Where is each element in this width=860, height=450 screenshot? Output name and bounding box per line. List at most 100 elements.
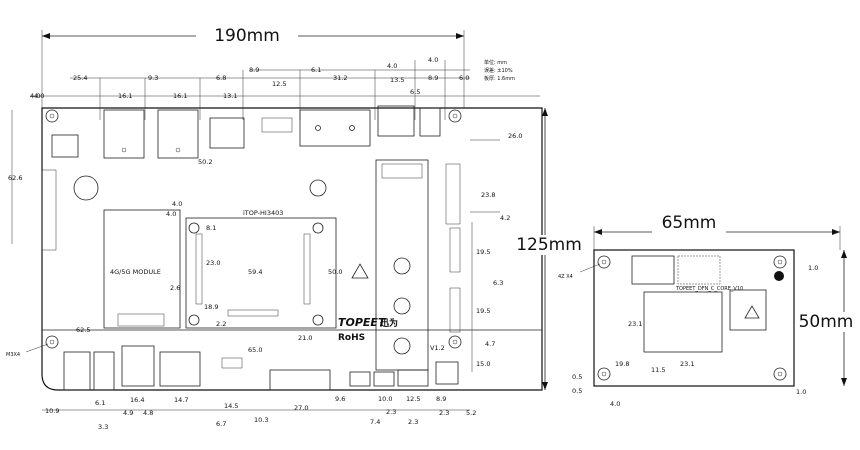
svg-text:8.9: 8.9 (428, 74, 438, 82)
svg-text:23.0: 23.0 (206, 259, 220, 267)
svg-text:10.3: 10.3 (254, 416, 268, 424)
svg-text:6.1: 6.1 (311, 66, 321, 74)
svg-text:1.0: 1.0 (796, 388, 806, 396)
svg-text:6.5: 6.5 (410, 88, 420, 96)
svg-text:4.2: 4.2 (500, 214, 510, 222)
hole-label: M3X4 (6, 352, 20, 358)
svg-text:4.0: 4.0 (34, 92, 44, 100)
svg-text:8.9: 8.9 (249, 66, 259, 74)
svg-text:4.0: 4.0 (610, 400, 620, 408)
core-height-label: 50mm (799, 312, 854, 332)
svg-text:15.0: 15.0 (476, 360, 490, 368)
som-footprint: iTOP-HI3403 8.1 23.0 59.4 50.0 18.9 2.2 … (185, 158, 342, 354)
svg-text:10.9: 10.9 (45, 407, 59, 415)
main-board: 190mm 125mm 4.0 25.4 16.1 9.3 16.1 6.8 1… (6, 25, 583, 431)
left-components: 62.6 4.0 (8, 92, 99, 251)
version-label: V1.2 (430, 344, 445, 352)
svg-text:2.2: 2.2 (216, 320, 226, 328)
top-connectors (103, 105, 441, 159)
overall-width-label: 190mm (214, 26, 280, 46)
core-holes (597, 255, 787, 381)
svg-text:4.0: 4.0 (30, 92, 40, 100)
brand-block: TOPEET 迅为 RoHS (309, 179, 398, 343)
svg-text:50.0: 50.0 (328, 268, 342, 276)
svg-text:6.7: 6.7 (216, 420, 226, 428)
svg-text:16.4: 16.4 (130, 396, 144, 404)
svg-text:23.1: 23.1 (680, 360, 694, 368)
svg-text:19.5: 19.5 (476, 307, 490, 315)
svg-text:RoHS: RoHS (338, 333, 365, 343)
bottom-connectors (63, 345, 459, 391)
svg-text:16.1: 16.1 (173, 92, 187, 100)
svg-text:50.2: 50.2 (198, 158, 212, 166)
svg-text:62.5: 62.5 (76, 326, 90, 334)
svg-text:23.8: 23.8 (481, 191, 495, 199)
svg-text:板厚: 1.6mm: 板厚: 1.6mm (484, 75, 515, 82)
svg-text:7.4: 7.4 (370, 418, 380, 426)
svg-text:18.9: 18.9 (204, 303, 218, 311)
svg-text:4.0: 4.0 (166, 210, 176, 218)
svg-text:25.4: 25.4 (73, 74, 87, 82)
svg-text:1.0: 1.0 (808, 264, 818, 272)
overall-height-label: 125mm (516, 235, 582, 255)
svg-text:11.5: 11.5 (651, 366, 665, 374)
unit-note: 单位: mm 误差: ±10% 板厚: 1.6mm (484, 59, 515, 82)
svg-text:62.6: 62.6 (8, 174, 22, 182)
svg-text:21.0: 21.0 (298, 334, 312, 342)
svg-text:0.5: 0.5 (572, 387, 582, 395)
svg-text:6.3: 6.3 (493, 279, 503, 287)
svg-text:8.9: 8.9 (436, 395, 446, 403)
svg-text:19.5: 19.5 (476, 248, 490, 256)
svg-text:12.5: 12.5 (406, 395, 420, 403)
svg-text:5.2: 5.2 (466, 409, 476, 417)
core-width-label: 65mm (662, 213, 717, 233)
svg-text:4.8: 4.8 (143, 409, 153, 417)
svg-text:4.9: 4.9 (123, 409, 133, 417)
svg-text:4.0: 4.0 (428, 56, 438, 64)
top-dimension-chain (30, 60, 540, 120)
svg-text:6.0: 6.0 (459, 74, 469, 82)
svg-text:23.1: 23.1 (628, 320, 642, 328)
svg-text:59.4: 59.4 (248, 268, 262, 276)
core-board-outline (593, 249, 795, 387)
svg-text:误差: ±10%: 误差: ±10% (484, 67, 513, 74)
svg-text:3.3: 3.3 (98, 423, 108, 431)
svg-text:9.6: 9.6 (335, 395, 345, 403)
svg-text:14.5: 14.5 (224, 402, 238, 410)
svg-text:27.0: 27.0 (294, 404, 308, 412)
svg-text:迅为: 迅为 (380, 317, 398, 329)
svg-text:6.1: 6.1 (95, 399, 105, 407)
svg-text:10.0: 10.0 (378, 395, 392, 403)
svg-text:4.7: 4.7 (485, 340, 495, 348)
main-board-outline (41, 107, 543, 391)
svg-text:13.5: 13.5 (390, 76, 404, 84)
svg-text:14.7: 14.7 (174, 396, 188, 404)
som-label: iTOP-HI3403 (243, 209, 283, 217)
right-connectors (445, 139, 500, 372)
svg-text:0.5: 0.5 (572, 373, 582, 381)
svg-text:16.1: 16.1 (118, 92, 132, 100)
svg-text:6.8: 6.8 (216, 74, 226, 82)
svg-text:单位: mm: 单位: mm (484, 59, 507, 66)
svg-text:65.0: 65.0 (248, 346, 262, 354)
svg-text:31.2: 31.2 (333, 74, 347, 82)
svg-text:12.5: 12.5 (272, 80, 286, 88)
svg-text:2.3: 2.3 (386, 408, 396, 416)
svg-text:26.0: 26.0 (508, 132, 522, 140)
svg-text:13.1: 13.1 (223, 92, 237, 100)
svg-text:19.8: 19.8 (615, 360, 629, 368)
svg-text:TOPEET: TOPEET (338, 316, 387, 329)
svg-text:9.3: 9.3 (148, 74, 158, 82)
svg-text:4.0: 4.0 (172, 200, 182, 208)
lte-module: 4G/5G MODULE (103, 209, 181, 329)
svg-text:2.6: 2.6 (170, 284, 180, 292)
svg-text:2.3: 2.3 (408, 418, 418, 426)
svg-text:4.0: 4.0 (387, 62, 397, 70)
module-label: 4G/5G MODULE (110, 268, 161, 276)
core-hole-label: 4Z X4 (558, 274, 573, 280)
mounting-holes (45, 109, 462, 349)
svg-text:8.1: 8.1 (206, 224, 216, 232)
m2-slot: V1.2 (375, 159, 445, 371)
svg-text:2.3: 2.3 (439, 409, 449, 417)
